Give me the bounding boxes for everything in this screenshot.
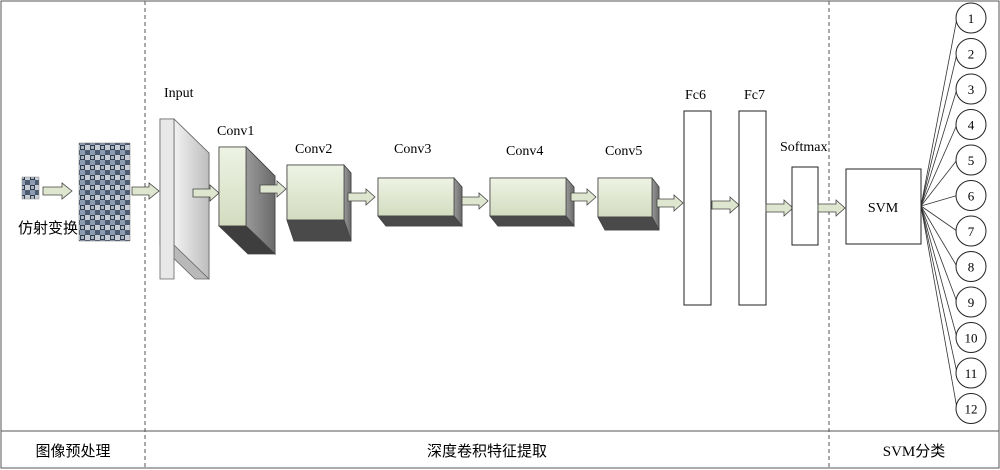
class-node-circle bbox=[955, 357, 987, 389]
class-node-label: 10 bbox=[965, 331, 978, 346]
preprocess-caption: 图像预处理 bbox=[35, 443, 110, 460]
class-node-1: 1 bbox=[955, 2, 987, 34]
conv3-label: Conv3 bbox=[394, 142, 431, 157]
small-source-image bbox=[21, 176, 40, 200]
class-node-circle bbox=[955, 38, 987, 69]
class-connector-line bbox=[920, 205, 958, 232]
conv5-block bbox=[597, 176, 660, 231]
affine-transform-label: 仿射变换 bbox=[18, 220, 78, 237]
svm-block bbox=[845, 168, 922, 245]
conv4-block bbox=[489, 176, 575, 228]
conv2-label: Conv2 bbox=[295, 142, 332, 157]
class-node-circle bbox=[955, 393, 987, 424]
class-node-5: 5 bbox=[955, 144, 987, 176]
flow-arrow bbox=[42, 182, 73, 200]
class-node-circle bbox=[955, 322, 987, 353]
class-node-2: 2 bbox=[955, 38, 987, 69]
class-connector-line bbox=[920, 159, 958, 207]
fc7-label: Fc7 bbox=[744, 88, 765, 103]
class-node-label: 5 bbox=[968, 153, 975, 168]
flow-arrow bbox=[711, 196, 740, 214]
class-node-8: 8 bbox=[955, 251, 987, 282]
class-node-circle bbox=[955, 73, 987, 105]
class-node-label: 8 bbox=[968, 260, 975, 275]
flow-arrow bbox=[259, 180, 287, 198]
class-connector-line bbox=[920, 17, 958, 207]
conv3-block bbox=[377, 176, 463, 228]
class-node-11: 11 bbox=[955, 357, 987, 389]
class-connector-line bbox=[920, 205, 958, 338]
class-node-label: 2 bbox=[968, 47, 975, 62]
flow-arrow bbox=[765, 199, 794, 217]
conv5-label: Conv5 bbox=[605, 144, 642, 159]
class-node-circle bbox=[955, 2, 987, 34]
flow-arrow bbox=[131, 182, 160, 200]
class-node-label: 9 bbox=[968, 295, 975, 310]
class-node-circle bbox=[955, 215, 987, 247]
fc7-layer-block bbox=[738, 110, 767, 306]
class-connector-line bbox=[920, 205, 958, 374]
class-node-circle bbox=[955, 144, 987, 176]
class-node-7: 7 bbox=[955, 215, 987, 247]
class-node-circle bbox=[955, 286, 987, 318]
class-connector-line bbox=[920, 205, 958, 267]
fc6-label: Fc6 bbox=[685, 88, 706, 103]
class-connector-line bbox=[920, 195, 958, 207]
input-layer-label: Input bbox=[164, 86, 194, 101]
class-node-circle bbox=[955, 109, 987, 140]
class-node-10: 10 bbox=[955, 322, 987, 353]
svm-label: SVM bbox=[868, 201, 899, 216]
softmax-label: Softmax bbox=[780, 140, 827, 155]
class-connector-line bbox=[920, 205, 958, 409]
class-node-label: 1 bbox=[968, 11, 975, 26]
conv1-block bbox=[218, 146, 276, 255]
class-node-label: 12 bbox=[965, 402, 978, 417]
conv2-block bbox=[286, 163, 352, 242]
flow-arrow bbox=[656, 194, 684, 212]
class-node-6: 6 bbox=[955, 180, 987, 211]
class-node-circle bbox=[955, 251, 987, 282]
class-node-label: 7 bbox=[968, 224, 975, 239]
class-connector-line bbox=[920, 124, 958, 207]
class-node-label: 6 bbox=[968, 189, 975, 204]
feature-extraction-caption: 深度卷积特征提取 bbox=[427, 443, 547, 460]
class-node-12: 12 bbox=[955, 393, 987, 424]
flow-arrow bbox=[347, 188, 376, 206]
class-connector-line bbox=[920, 53, 958, 207]
class-node-4: 4 bbox=[955, 109, 987, 140]
fc6-layer-block bbox=[683, 110, 712, 306]
class-node-9: 9 bbox=[955, 286, 987, 318]
flow-arrow bbox=[192, 184, 220, 202]
class-node-3: 3 bbox=[955, 73, 987, 105]
softmax-layer-block bbox=[791, 166, 819, 246]
class-connector-lines bbox=[920, 17, 958, 409]
conv4-label: Conv4 bbox=[506, 144, 543, 159]
flow-arrow bbox=[817, 199, 846, 217]
input-layer-block bbox=[159, 118, 210, 280]
conv1-label: Conv1 bbox=[217, 124, 254, 139]
flow-arrow bbox=[461, 192, 489, 210]
class-node-label: 3 bbox=[968, 82, 975, 97]
class-node-label: 4 bbox=[968, 118, 975, 133]
class-node-label: 11 bbox=[965, 366, 978, 381]
flow-arrow bbox=[570, 188, 597, 206]
mosaic-image bbox=[78, 142, 131, 242]
class-node-circle bbox=[955, 180, 987, 211]
class-connector-line bbox=[920, 205, 958, 303]
class-connector-line bbox=[920, 88, 958, 207]
svm-classification-caption: SVM分类 bbox=[883, 443, 946, 460]
